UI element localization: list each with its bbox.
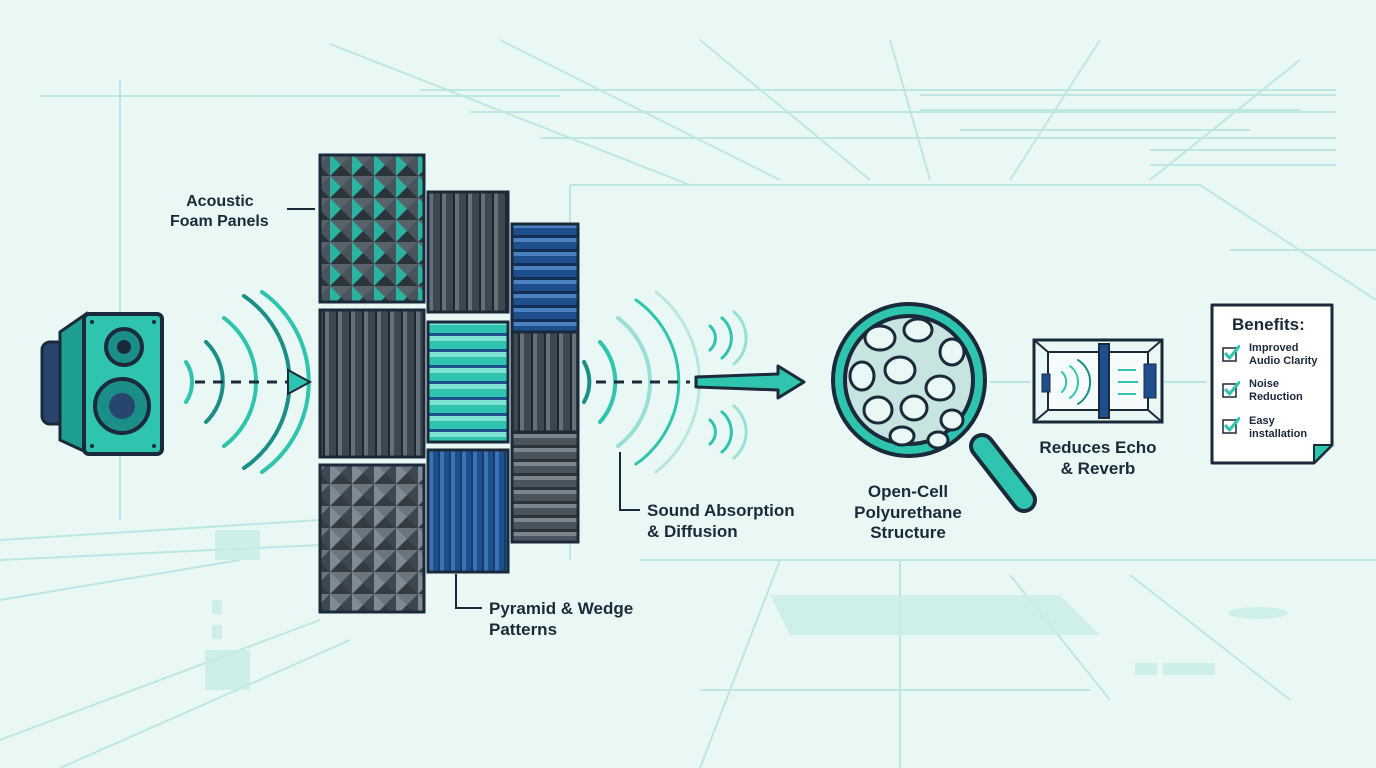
foam-panel-grid	[318, 153, 580, 614]
magnifying-glass-icon	[831, 302, 1037, 513]
sound-path-arrow-left	[195, 368, 313, 396]
checkmark-icon	[1222, 381, 1240, 398]
label-line: Foam Panels	[170, 212, 269, 230]
background-floor-shapes	[205, 530, 1288, 690]
benefit-line: Reduction	[1249, 391, 1303, 404]
benefit-line: Easy	[1249, 415, 1275, 427]
label-line: & Reverb	[1060, 458, 1136, 478]
document-icon	[1210, 303, 1334, 465]
benefit-line: Audio Clarity	[1249, 355, 1318, 368]
speaker-icon	[40, 311, 164, 456]
label-line: Patterns	[489, 619, 558, 639]
label-line: & Diffusion	[647, 521, 738, 541]
label-line: Reduces Echo	[1039, 438, 1157, 457]
sound-path-arrow-right	[596, 364, 806, 400]
label-line: Pyramid & Wedge	[489, 599, 634, 618]
label-line: Acoustic	[186, 193, 254, 210]
label-open-cell-structure: Open-Cell Polyurethane Structure	[838, 482, 978, 544]
benefit-line: Noise	[1249, 378, 1279, 390]
checkmark-icon	[1222, 417, 1240, 434]
benefit-item-noise-reduction: Noise Reduction	[1249, 378, 1303, 404]
label-line: Open-Cell	[867, 482, 949, 501]
benefits-title: Benefits:	[1232, 315, 1305, 334]
label-sound-absorption-diffusion: Sound Absorption & Diffusion	[647, 501, 795, 542]
label-line: Sound Absorption	[647, 501, 795, 520]
benefit-line: Improved	[1249, 342, 1299, 354]
label-line: Polyurethane	[854, 502, 962, 522]
label-reduces-echo-reverb: Reduces Echo & Reverb	[1030, 438, 1166, 479]
benefits-card: Benefits: Improved Audio Clarity Noise R…	[1212, 305, 1332, 463]
checkmark-icon	[1222, 345, 1240, 362]
label-line: Structure	[870, 523, 946, 543]
callout-lines	[287, 208, 640, 609]
label-acoustic-foam-panels: Acoustic Foam Panels	[170, 192, 269, 231]
label-pyramid-wedge-patterns: Pyramid & Wedge Patterns	[489, 599, 633, 640]
room-cross-section-icon	[1032, 338, 1164, 424]
benefit-item-easy-installation: Easy installation	[1249, 415, 1307, 441]
benefit-line: installation	[1249, 428, 1308, 441]
benefit-item-audio-clarity: Improved Audio Clarity	[1249, 342, 1317, 368]
